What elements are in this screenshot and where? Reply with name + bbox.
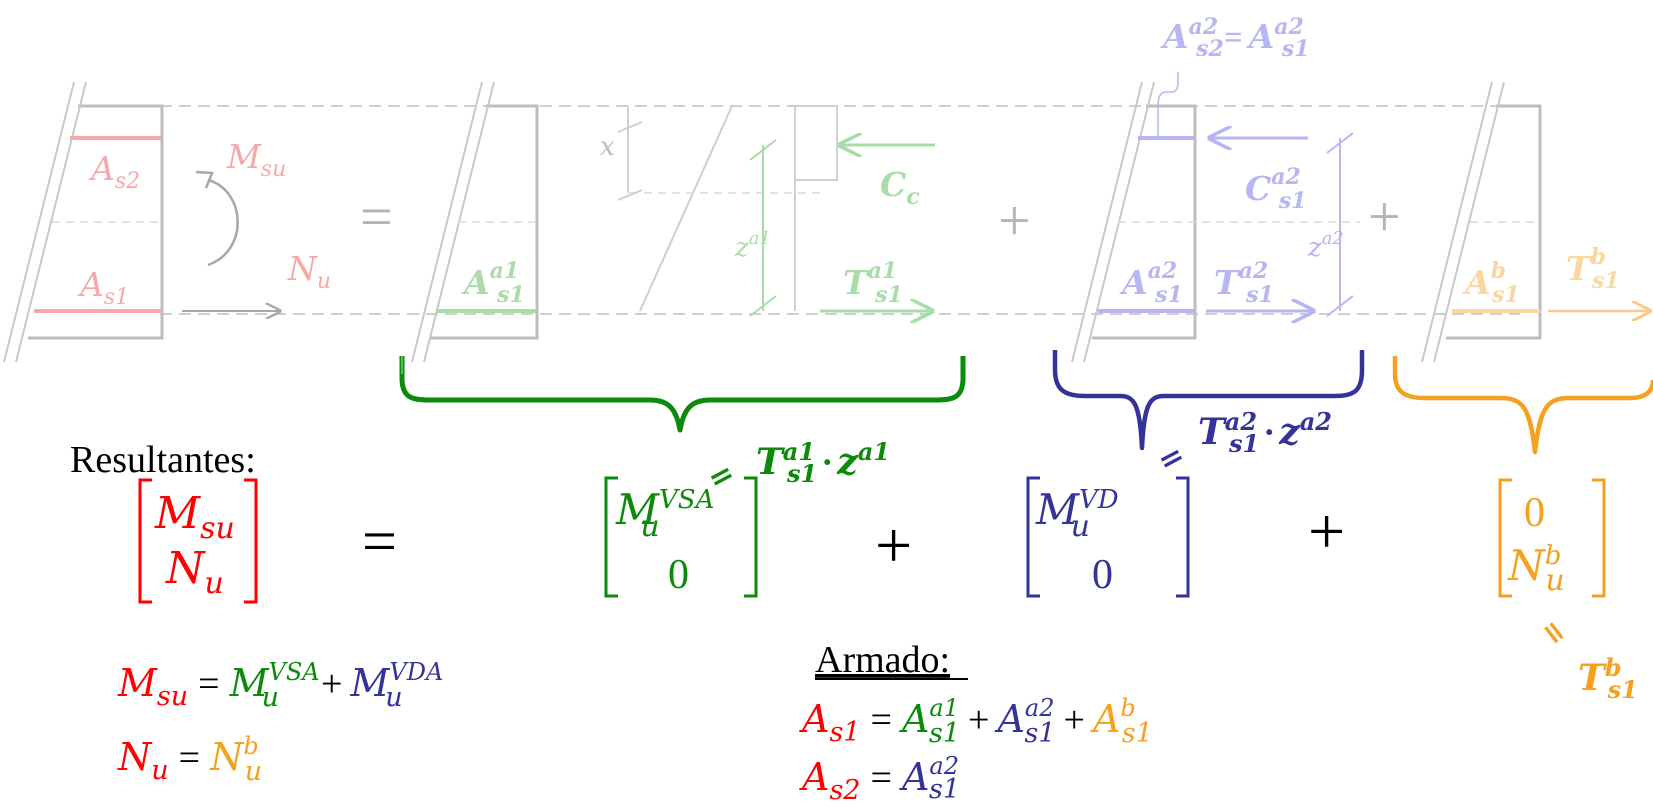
- break-line: [15, 81, 87, 363]
- matrix-2-bottom: 0: [1092, 552, 1113, 598]
- bracket-right: [1592, 478, 1606, 598]
- section-total: [3, 81, 280, 363]
- break-line: [1433, 81, 1505, 363]
- equals-sign-diagram: =: [360, 184, 393, 249]
- As2-leader: [1157, 72, 1179, 136]
- brace-blue: [1052, 350, 1365, 451]
- label-As1: As1: [77, 265, 129, 310]
- label-As2: As2: [88, 149, 140, 194]
- brace-orange: [1392, 356, 1653, 455]
- armado-title: Armado:: [815, 639, 950, 681]
- section-a1: [411, 81, 935, 363]
- matrix-1: [604, 476, 758, 598]
- matrix-3: [1498, 478, 1606, 598]
- x-tick: [617, 189, 643, 201]
- stress-block: [794, 105, 838, 181]
- moment-arrow: [207, 178, 239, 267]
- matrix-1-bottom: 0: [668, 552, 689, 598]
- label-Msu: Msu: [226, 137, 286, 182]
- matrix-lhs-bottom: Nu: [165, 543, 224, 601]
- section-outline: [28, 104, 164, 340]
- moment-arrowhead: [195, 170, 214, 189]
- section-b: [1421, 81, 1650, 363]
- z-a1-tick: [749, 295, 777, 317]
- brace-green: [399, 356, 966, 433]
- label-Cc: Cc: [880, 165, 920, 210]
- bracket-left: [138, 478, 152, 604]
- z-a2-tick: [1326, 295, 1354, 317]
- plus-sign-diagram-1: +: [998, 188, 1031, 253]
- label-z-a2: za2: [1307, 228, 1344, 263]
- note-blue-eq: =: [1152, 437, 1191, 480]
- note-orange-eq: =: [1532, 612, 1575, 653]
- bracket-left: [1498, 478, 1512, 598]
- matrix-lhs-top: Msu: [154, 488, 235, 546]
- label-x: x: [600, 132, 615, 162]
- section-diagrams: [3, 72, 1653, 455]
- bracket-left: [604, 476, 618, 598]
- plus-sign-2: +: [1308, 495, 1345, 568]
- section-a2: [1071, 72, 1360, 363]
- matrix-3-top: 0: [1524, 490, 1545, 536]
- matrix-lhs: [138, 478, 258, 604]
- strain-line: [639, 105, 733, 312]
- plus-sign-diagram-2: +: [1368, 184, 1401, 249]
- break-line: [1071, 81, 1143, 363]
- section-outline: [430, 104, 539, 340]
- bracket-right: [244, 478, 258, 604]
- bracket-left: [1026, 476, 1040, 598]
- break-line: [3, 81, 75, 363]
- bracket-right: [1176, 476, 1190, 598]
- x-tick: [617, 121, 643, 133]
- matrix-2: [1026, 476, 1190, 598]
- section-outline: [1446, 104, 1542, 340]
- label-z-a1: za1: [734, 228, 771, 263]
- bracket-right: [744, 476, 758, 598]
- break-line: [411, 81, 483, 363]
- equals-sign: =: [362, 508, 397, 576]
- z-a1-tick: [749, 139, 777, 161]
- z-a2-tick: [1326, 132, 1354, 154]
- plus-sign-1: +: [875, 509, 912, 582]
- label-Nu: Nu: [287, 249, 331, 294]
- break-line: [1421, 81, 1493, 363]
- resultantes-title: Resultantes:: [70, 439, 256, 481]
